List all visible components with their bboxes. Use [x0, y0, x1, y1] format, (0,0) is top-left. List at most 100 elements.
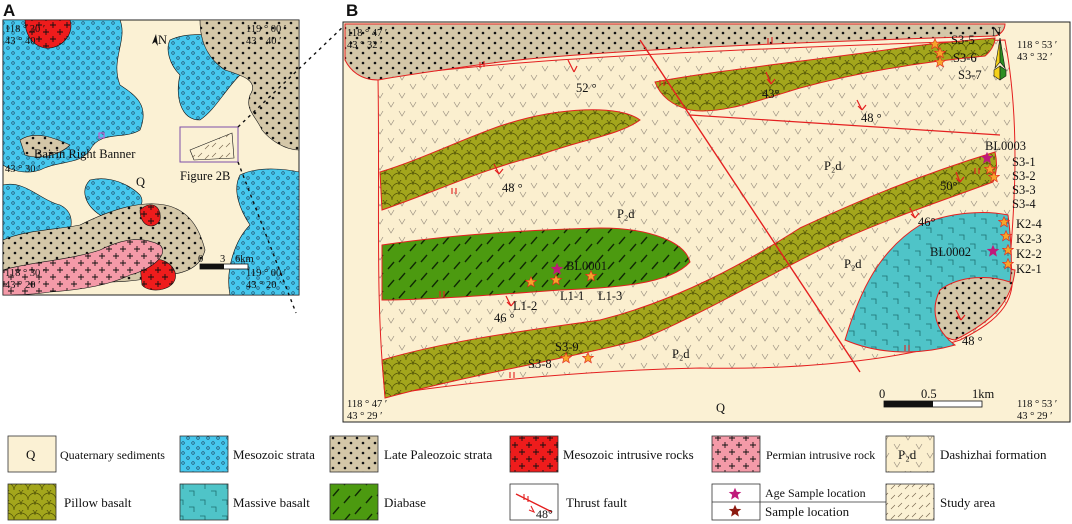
dip-label: 52 ° — [576, 81, 597, 95]
panel-a-map: N — [2, 19, 300, 296]
scale-a-end: 6km — [235, 254, 254, 265]
unit-label-p2d: P₂d — [824, 159, 842, 173]
legend-item-thrust-fault: 48° Thrust fault — [509, 483, 627, 521]
coord-a-tl-lat: 43 ° 40 ′ — [5, 36, 40, 47]
fault-line — [689, 114, 1001, 136]
legend-label: Mesozoic intrusive rocks — [563, 447, 694, 462]
north-arrow-icon — [152, 34, 158, 46]
unit-label-p2d: P₂d — [672, 347, 690, 361]
coord-b-tl-lat: 43 ° 32 ′ — [347, 40, 382, 51]
sample-label: S3-5 — [951, 33, 975, 47]
pillow-basalt-band — [379, 109, 641, 211]
coord-a-bl-lat: 43 ° 20 ′ — [5, 280, 40, 291]
coord-a-bl-lon: 118 ° 30 ′ — [5, 268, 45, 279]
sample-label: S3-2 — [1012, 169, 1036, 183]
legend-label: Thrust fault — [566, 495, 627, 510]
study-area-shape — [189, 132, 235, 161]
dip-label: 46° — [918, 215, 936, 229]
coord-a-ml-lat: 43 ° 30 ′ — [5, 164, 40, 175]
panel-a: A N 118 ° 30 ′ — [2, 1, 300, 296]
mesozoic-intrusive-area — [24, 19, 72, 49]
legend-label: Age Sample location — [765, 486, 866, 500]
legend: Q Quaternary sediments Mesozoic strata L… — [7, 435, 1047, 521]
coord-b-bl-lat: 43 ° 29 ′ — [347, 411, 382, 422]
legend-item-late-paleozoic: Late Paleozoic strata — [329, 435, 493, 473]
pillow-basalt-band — [654, 37, 996, 112]
coord-a-br-lat: 43 ° 20 ′ — [246, 280, 281, 291]
dip-label: 48 ° — [861, 111, 882, 125]
panel-a-north-label: N — [158, 33, 167, 47]
dip-label: 43° — [762, 87, 780, 101]
diabase-body — [381, 227, 691, 301]
dip-label: 50° — [940, 179, 958, 193]
fault-line-diagonal — [639, 39, 861, 373]
legend-label: Pillow basalt — [64, 495, 132, 510]
dip-label: 48 ° — [502, 181, 523, 195]
legend-item-dashizhai: P₂d Dashizhai formation — [885, 435, 1047, 473]
sample-label: K2-2 — [1016, 247, 1042, 261]
panel-b-north-label: N — [992, 25, 1001, 39]
scale-a-mid: 3 — [220, 254, 225, 265]
legend-item-massive-basalt: Massive basalt — [179, 483, 310, 521]
sample-label: S3-3 — [1012, 183, 1036, 197]
late-paleozoic-area — [199, 19, 300, 151]
sample-label: L1-2 — [513, 299, 537, 313]
legend-label: Sample location — [765, 504, 850, 519]
legend-item-pillow-basalt: Pillow basalt — [7, 483, 132, 521]
coord-b-br-lon: 118 ° 53 ′ — [1017, 399, 1057, 410]
coord-a-tr-lat: 43 ° 40 ′ — [246, 36, 281, 47]
sample-label: K2-1 — [1016, 262, 1042, 276]
massive-basalt-body — [844, 211, 1012, 353]
sample-label: S3-4 — [1012, 197, 1036, 211]
legend-item-sample-location: Age Sample location Sample location — [711, 483, 890, 521]
scale-b-zero: 0 — [879, 387, 885, 401]
town-marker — [98, 132, 105, 139]
late-paleozoic-area — [19, 135, 71, 158]
legend-item-study-area: Study area — [885, 483, 995, 521]
connector-line-bottom — [237, 161, 297, 314]
legend-q-symbol: Q — [26, 447, 36, 462]
legend-label: Study area — [940, 495, 995, 510]
sample-label: L1-1 — [560, 289, 584, 303]
panel-b-scale-bar: 0 0.5 1km — [879, 387, 995, 408]
sample-label: S3-6 — [953, 51, 977, 65]
legend-label: Dashizhai formation — [940, 447, 1047, 462]
coord-a-br-lon: 119 ° 00 ′ — [246, 268, 286, 279]
legend-item-mesozoic-intrusive: Mesozoic intrusive rocks — [509, 435, 694, 473]
late-paleozoic-area — [344, 23, 1006, 81]
sample-label: BL0001 — [566, 259, 607, 273]
coord-a-tl-lon: 118 ° 30 ′ — [5, 24, 45, 35]
permian-intrusive-area — [2, 239, 163, 296]
panel-a-letter: A — [3, 1, 15, 20]
coord-b-br-lat: 43 ° 29 ′ — [1017, 411, 1052, 422]
panel-a-q-label: Q — [136, 175, 145, 189]
figure-2b-box — [179, 126, 239, 163]
sample-label: S3-1 — [1012, 155, 1036, 169]
scale-a-zero: 0 — [198, 254, 203, 265]
town-label: Bairin Right Banner — [34, 147, 136, 161]
unit-label-p2d: P₂d — [844, 257, 862, 271]
unit-label-p2d: P₂d — [617, 207, 635, 221]
sample-label: S3-8 — [528, 357, 552, 371]
panel-b-letter: B — [346, 1, 358, 20]
scale-b-end: 1km — [972, 387, 995, 401]
coord-b-tr-lon: 118 ° 53 ′ — [1017, 40, 1057, 51]
sample-label: S3-7 — [958, 68, 982, 82]
panel-b: B — [342, 1, 1071, 423]
panel-b-q-label: Q — [716, 401, 725, 415]
legend-p2d-symbol: P₂d — [898, 447, 917, 462]
panel-a-scale-bar: 0 3 6km — [198, 254, 254, 270]
legend-label: Quaternary sediments — [60, 448, 165, 462]
legend-item-quaternary: Q Quaternary sediments — [7, 435, 165, 473]
dip-arrows — [493, 59, 966, 321]
panel-b-north-arrow-icon — [993, 37, 1007, 81]
mesozoic-intrusive-area — [139, 204, 161, 227]
legend-label: Mesozoic strata — [233, 447, 315, 462]
figure-2b-label: Figure 2B — [180, 169, 230, 183]
sample-label: S3-9 — [555, 340, 579, 354]
legend-item-diabase: Diabase — [329, 483, 426, 521]
legend-fault-angle: 48° — [536, 507, 553, 521]
coord-b-bl-lon: 118 ° 47 ′ — [347, 399, 387, 410]
legend-item-mesozoic-strata: Mesozoic strata — [179, 435, 315, 473]
